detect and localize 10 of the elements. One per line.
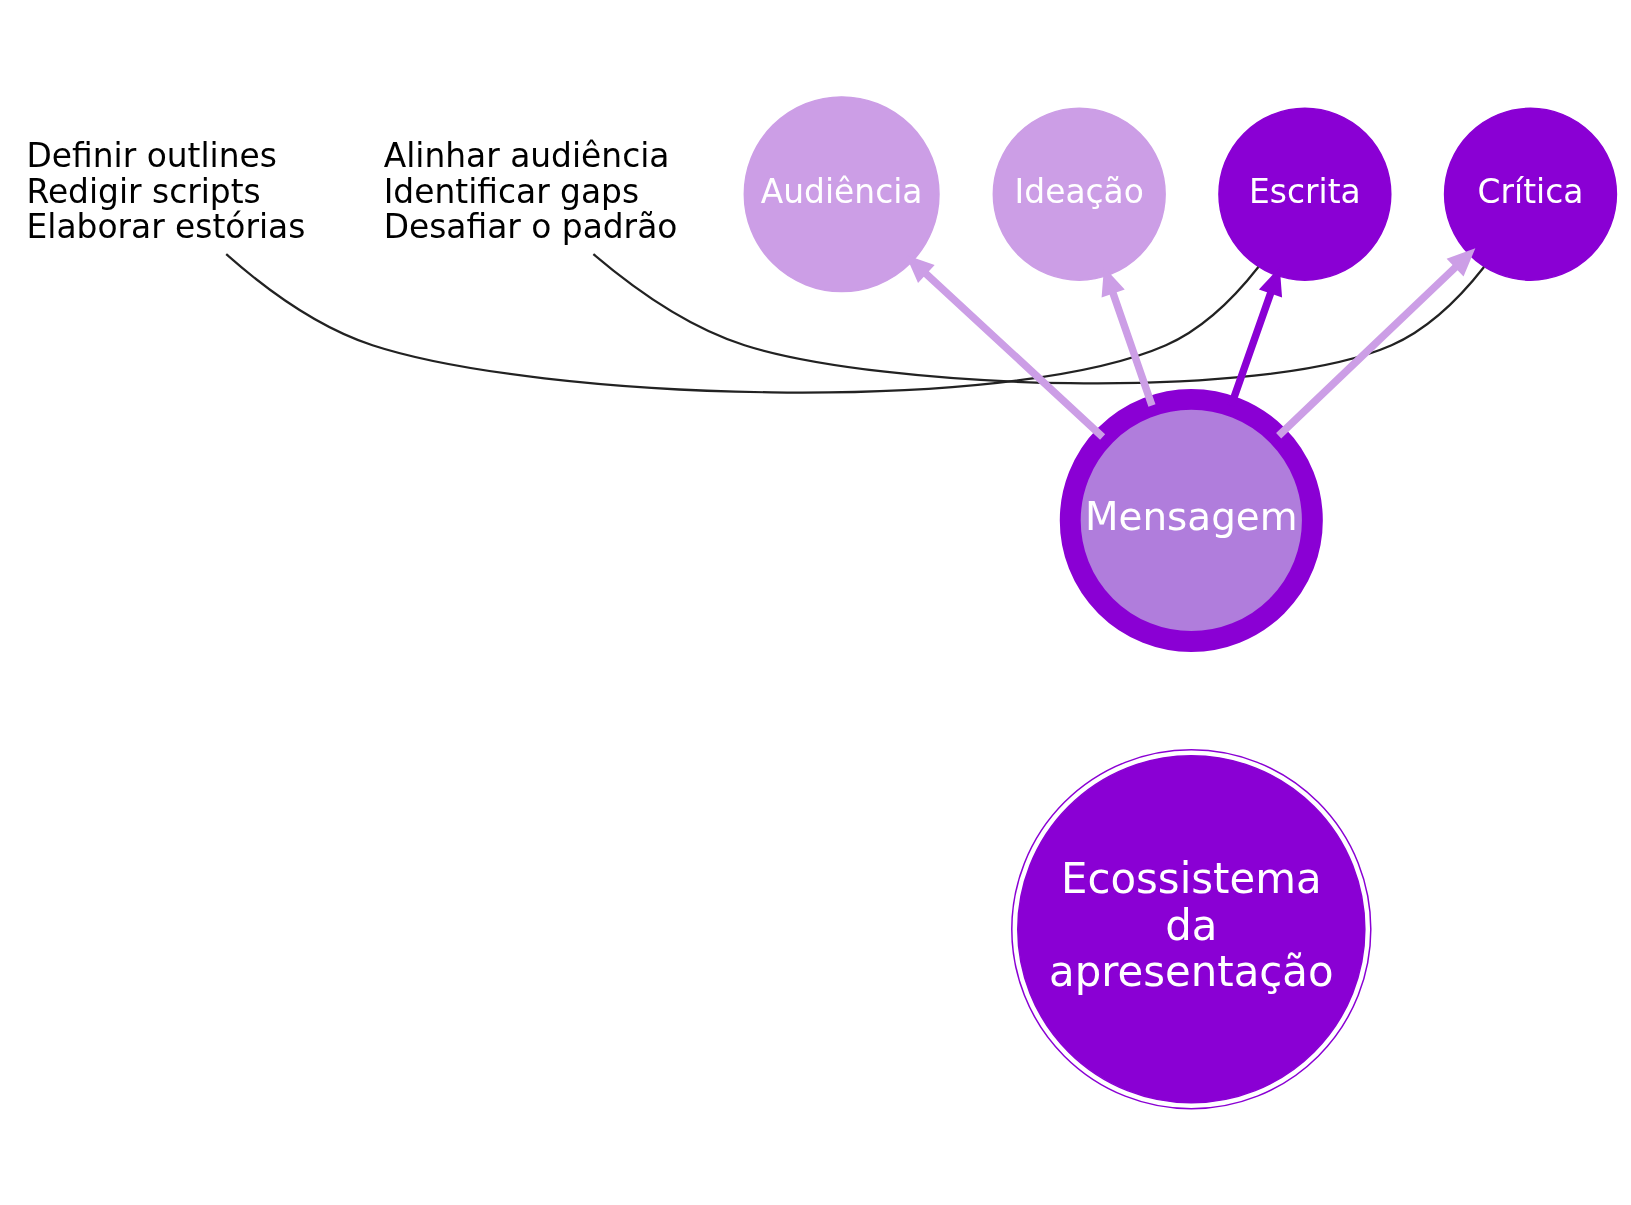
node-text: Alinhar audiência Identificar gaps Desafiar o padrão	[383, 135, 678, 246]
node-circle: Mensagem	[1059, 388, 1323, 652]
node-text: Definir outlines Redigir scripts Elaborar estórias	[26, 135, 306, 246]
connector	[225, 252, 1260, 393]
arrow	[1276, 247, 1476, 438]
node-circle: Ecossistema da apresentação	[1011, 748, 1372, 1109]
node-circle: Audiência	[743, 95, 940, 292]
node-circle: Escrita	[1218, 107, 1392, 281]
node-circle: Ideação	[992, 107, 1166, 281]
connector	[592, 252, 1485, 384]
